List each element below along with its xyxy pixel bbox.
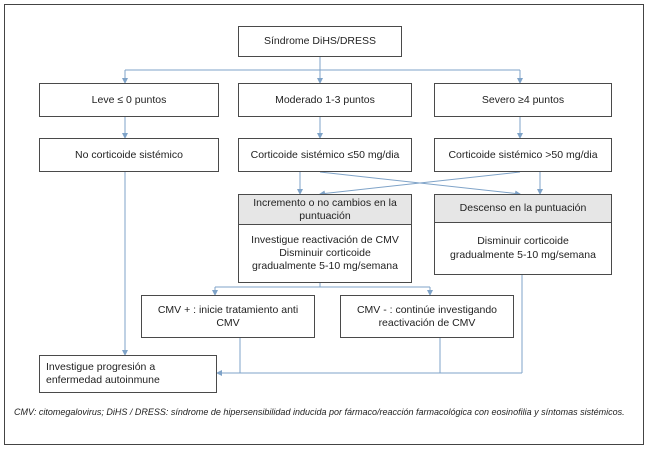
- treatment-severe-box: Corticoide sistémico >50 mg/dia: [434, 138, 612, 172]
- increase-box: Incremento o no cambios en la puntuación…: [238, 194, 412, 283]
- treatment-moderate-label: Corticoide sistémico ≤50 mg/dia: [250, 148, 400, 161]
- treatment-moderate-box: Corticoide sistémico ≤50 mg/dia: [238, 138, 412, 172]
- figure-frame: [4, 4, 644, 445]
- decrease-body: Disminuir corticoide gradualmente 5-10 m…: [435, 223, 611, 274]
- treatment-mild-label: No corticoide sistémico: [75, 148, 183, 161]
- cmv-positive-label: CMV + : inicie tratamiento anti CMV: [157, 303, 299, 329]
- increase-line: Disminuir corticoide: [279, 246, 371, 259]
- severity-mild-label: Leve ≤ 0 puntos: [91, 93, 167, 106]
- decrease-heading: Descenso en la puntuación: [435, 195, 611, 223]
- treatment-severe-label: Corticoide sistémico >50 mg/dia: [448, 148, 598, 161]
- severity-severe-label: Severo ≥4 puntos: [481, 93, 565, 106]
- severity-mild-box: Leve ≤ 0 puntos: [39, 83, 219, 117]
- decrease-line: gradualmente 5-10 mg/semana: [450, 248, 596, 261]
- increase-heading: Incremento o no cambios en la puntuación: [239, 195, 411, 225]
- cmv-positive-box: CMV + : inicie tratamiento anti CMV: [141, 295, 315, 338]
- increase-body: Investigue reactivación de CMV Disminuir…: [239, 225, 411, 282]
- increase-line: Investigue reactivación de CMV: [251, 233, 399, 246]
- cmv-negative-label: CMV - : continúe investigando reactivaci…: [356, 303, 498, 329]
- cmv-negative-box: CMV - : continúe investigando reactivaci…: [340, 295, 514, 338]
- figure-caption: CMV: citomegalovirus; DiHS / DRESS: sínd…: [14, 407, 625, 417]
- decrease-line: Disminuir corticoide: [477, 235, 569, 248]
- autoimmune-box: Investigue progresión a enfermedad autoi…: [39, 355, 217, 393]
- severity-severe-box: Severo ≥4 puntos: [434, 83, 612, 117]
- root-label: Síndrome DiHS/DRESS: [263, 35, 377, 48]
- increase-line: gradualmente 5-10 mg/semana: [252, 260, 398, 273]
- severity-moderate-label: Moderado 1-3 puntos: [275, 93, 375, 106]
- treatment-mild-box: No corticoide sistémico: [39, 138, 219, 172]
- root-box: Síndrome DiHS/DRESS: [238, 26, 402, 57]
- severity-moderate-box: Moderado 1-3 puntos: [238, 83, 412, 117]
- autoimmune-label: Investigue progresión a enfermedad autoi…: [46, 361, 160, 386]
- decrease-box: Descenso en la puntuación Disminuir cort…: [434, 194, 612, 275]
